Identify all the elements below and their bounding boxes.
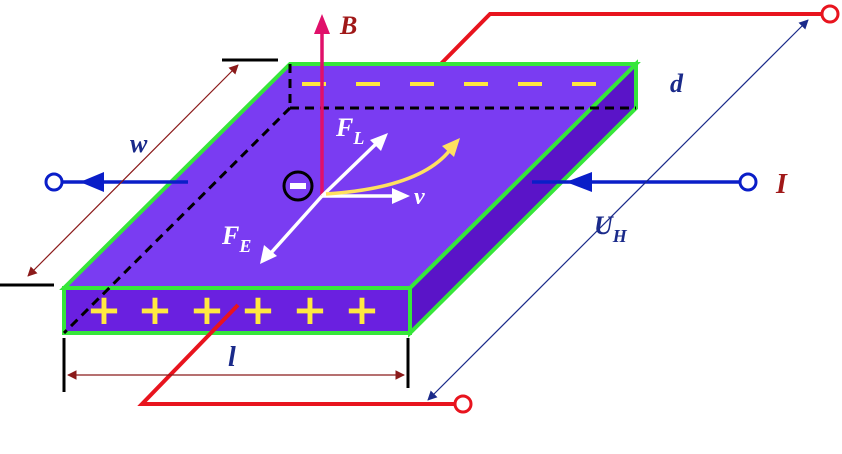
label-B: B xyxy=(339,11,357,40)
electric-force-arrow xyxy=(268,194,324,256)
label-UH: UH xyxy=(594,211,628,246)
electron-minus-sign xyxy=(290,183,306,189)
label-v: v xyxy=(414,184,425,210)
magnetic-field-arrowhead xyxy=(314,14,330,34)
hidden-edge-diagonal xyxy=(62,106,292,335)
velocity-arrowhead xyxy=(392,188,410,204)
label-FE: FE xyxy=(221,221,251,256)
positive-charge: + xyxy=(137,285,172,334)
hall-terminal-top xyxy=(820,4,840,24)
current-terminal-right xyxy=(738,172,758,192)
positive-charge: + xyxy=(86,285,121,334)
current-arrowhead-left xyxy=(80,172,104,192)
w-dimension-line xyxy=(27,64,239,277)
hall-wire-bottom xyxy=(137,303,455,406)
label-l: l xyxy=(228,342,236,373)
current-terminal-left xyxy=(44,172,64,192)
positive-charge: + xyxy=(240,285,275,334)
electric-force-arrowhead xyxy=(260,245,277,264)
label-I: I xyxy=(775,169,788,200)
lorentz-force-arrow xyxy=(320,140,380,198)
lorentz-force-arrowhead xyxy=(370,133,388,151)
hall-voltage-dimension-line xyxy=(427,19,809,401)
positive-charge: + xyxy=(292,285,327,334)
hall-terminal-bottom xyxy=(453,394,473,414)
label-d: d xyxy=(670,69,684,98)
label-FL: FL xyxy=(335,113,364,148)
label-w: w xyxy=(130,129,148,158)
positive-charge: + xyxy=(344,285,379,334)
